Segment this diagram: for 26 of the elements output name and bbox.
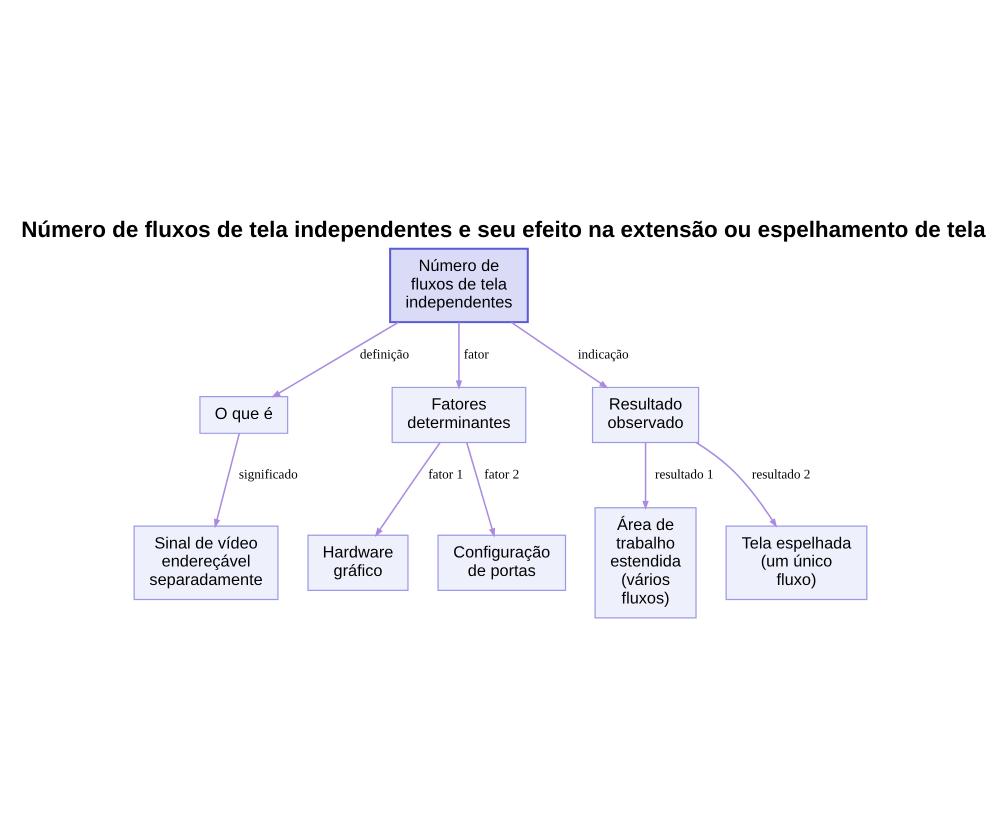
arrow (695, 442, 777, 528)
arrow (455, 322, 462, 390)
edge-label: definição (359, 346, 409, 362)
arrow (213, 433, 240, 528)
arrow (642, 442, 648, 510)
edge-label: fator 2 (484, 466, 519, 482)
node-box: Sinal de vídeo endereçável separadamente (133, 526, 278, 600)
node-box: Resultado observado (591, 386, 699, 444)
edge-label: fator (463, 346, 488, 362)
node-box: Tela espelhada (um único fluxo) (725, 526, 867, 600)
edge-label: resultado 2 (751, 466, 810, 482)
edge-label: significado (238, 466, 298, 482)
edge-label: indicação (577, 346, 628, 362)
node-box: Área de trabalho estendida (vários fluxos) (594, 507, 696, 618)
diagram-title: Número de fluxos de tela independentes e seu efeito na extensão ou espelhamento de tela (20, 217, 986, 242)
node-box: Hardware gráfico (306, 534, 408, 591)
node-box: O que é (198, 396, 288, 434)
arrow (374, 442, 440, 537)
arrow (270, 322, 398, 398)
node-box: Fatores determinantes (391, 386, 526, 444)
node-box: Configuração de portas (436, 534, 566, 591)
edge-label: fator 1 (428, 466, 463, 482)
node-box: Número de fluxos de tela independentes (388, 248, 528, 324)
arrow (510, 322, 608, 389)
edge-label: resultado 1 (654, 466, 714, 482)
arrow (466, 442, 495, 538)
